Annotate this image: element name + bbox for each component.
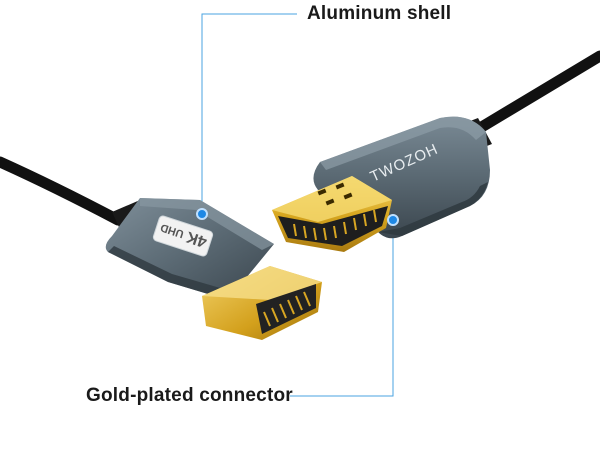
uhd-4k-badge: 4K UHD [152, 215, 214, 257]
callout-dot-shell [196, 208, 208, 220]
badge-4k: 4K [184, 228, 209, 251]
leader-line-top [201, 13, 297, 212]
right-cable [464, 50, 600, 140]
leader-lines [201, 13, 394, 397]
callout-aluminum-shell: Aluminum shell [307, 3, 452, 24]
callout-gold-plated-connector: Gold-plated connector [86, 385, 293, 406]
left-hdmi-connector: 4K UHD [0, 156, 322, 340]
left-cable [0, 156, 124, 226]
leader-line-bottom [290, 222, 394, 397]
right-hdmi-connector: TWOZOH [272, 50, 600, 252]
callout-dot-connector [387, 214, 399, 226]
